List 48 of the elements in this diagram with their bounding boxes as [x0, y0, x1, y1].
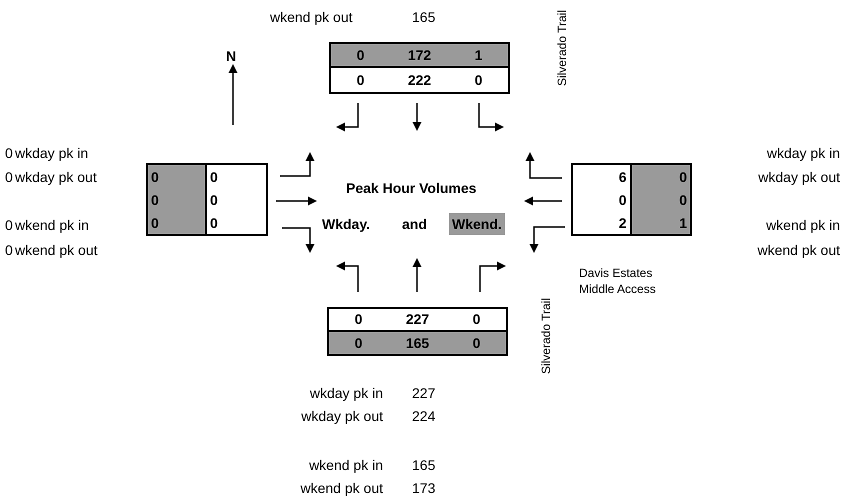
volume-label: wkend pk out — [15, 242, 98, 258]
volume-label: wkday pk in — [308, 385, 383, 401]
volume-value: 0 — [5, 145, 13, 161]
volume-label: wkend pk out — [300, 480, 383, 496]
volume-label: wkend pk out — [756, 242, 840, 258]
volume-value: 0 — [5, 217, 13, 233]
volume-value: 165 — [412, 9, 436, 25]
volume-count: 0 — [331, 44, 390, 68]
volume-count: 0 — [209, 168, 219, 186]
volume-count: 0 — [632, 188, 690, 211]
volume-label: wkend pk in — [308, 457, 383, 473]
volume-count: 165 — [388, 332, 447, 354]
volume-count: 1 — [449, 44, 508, 68]
volume-label: wkday pk out — [300, 408, 383, 424]
volume-count: 222 — [406, 71, 432, 90]
volume-value: 173 — [412, 480, 436, 496]
volume-label: wkday pk out — [757, 169, 840, 185]
period-label: Wkend. — [449, 213, 505, 235]
volume-count: 0 — [148, 188, 207, 211]
legend-title: Peak Hour Volumes — [346, 180, 476, 196]
north-label: N — [226, 48, 236, 64]
period-label: Wkday. — [322, 216, 370, 232]
volume-value: 0 — [5, 242, 13, 258]
period-label: and — [402, 216, 427, 232]
volume-count: 0 — [329, 332, 388, 354]
road-name: Silverado Trail — [554, 10, 570, 86]
volume-label: wkday pk in — [766, 145, 840, 161]
volume-label: wkend pk out — [270, 9, 352, 25]
volume-count: 0 — [209, 190, 219, 210]
volume-count: 0 — [632, 165, 690, 188]
volume-label: wkday pk out — [15, 169, 97, 185]
road-name: Silverado Trail — [538, 298, 554, 374]
street-name: Davis Estates Middle Access — [579, 265, 657, 297]
volume-count: 172 — [390, 44, 449, 68]
volume-value: 0 — [5, 169, 13, 185]
volume-value: 165 — [412, 457, 436, 473]
volume-count: 0 — [209, 214, 219, 232]
volume-value: 224 — [412, 408, 436, 424]
volume-label: wkday pk in — [15, 145, 88, 161]
volume-label: wkend pk in — [765, 217, 840, 233]
volume-count: 0 — [148, 165, 207, 188]
volume-count: 1 — [632, 211, 690, 234]
volume-count: 0 — [356, 71, 366, 90]
volume-value: 227 — [412, 385, 436, 401]
volume-label: wkend pk in — [15, 217, 89, 233]
volume-count: 0 — [447, 332, 506, 354]
volume-count: 0 — [474, 71, 484, 90]
volume-count: 0 — [148, 211, 207, 234]
